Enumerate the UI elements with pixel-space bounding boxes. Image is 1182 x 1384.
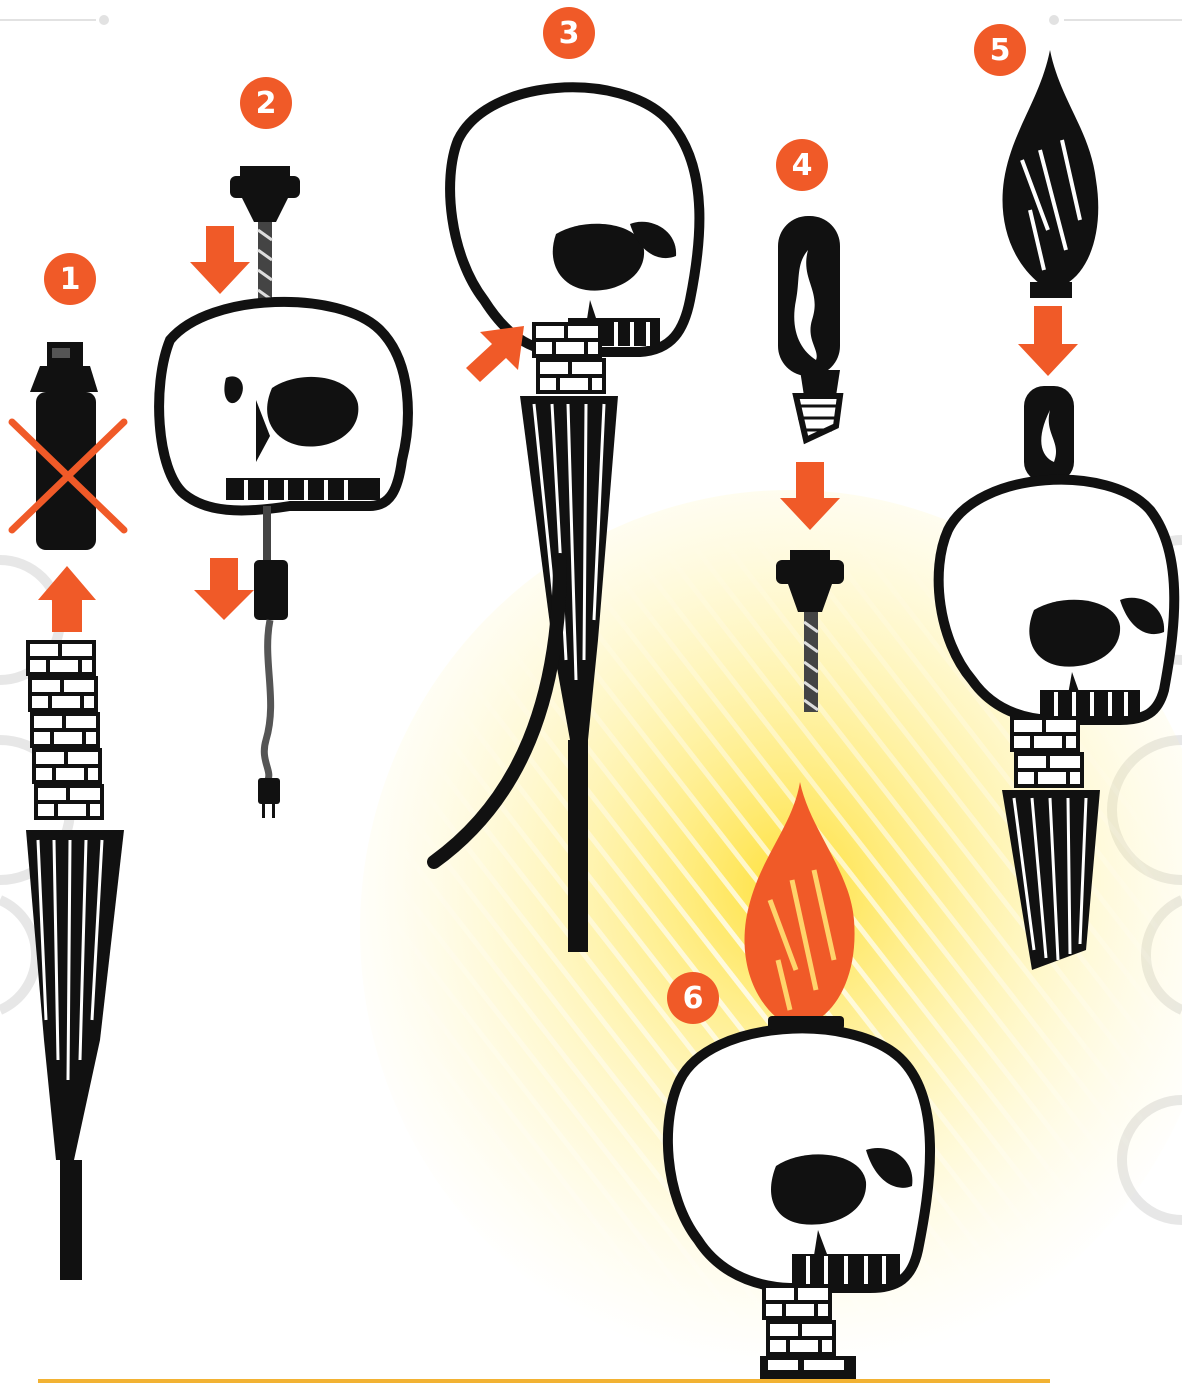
step-badge-2: 2 (240, 77, 292, 129)
arrow-down-icon (190, 226, 250, 294)
skull-icon (159, 302, 408, 511)
step-badge-5: 5 (974, 24, 1026, 76)
arrow-down-icon (1018, 306, 1078, 376)
step-badge-6: 6 (667, 972, 719, 1024)
skull-icon (668, 1016, 930, 1288)
step-badge-4: 4 (776, 139, 828, 191)
skull-icon (939, 480, 1175, 720)
step1-illustration (12, 342, 124, 1280)
plug-icon (258, 778, 280, 818)
arrow-down-icon (194, 558, 254, 620)
flame-bulb-icon (778, 216, 840, 440)
step-badge-1: 1 (44, 253, 96, 305)
flame-bulb-icon (1024, 386, 1074, 482)
skull-icon (450, 87, 699, 352)
flame-topper-icon (1003, 50, 1099, 298)
arrow-diagonal-icon (466, 326, 524, 382)
tiki-torch-icon (26, 640, 124, 1280)
step-badge-3: 3 (543, 7, 595, 59)
inline-switch-icon (254, 560, 288, 620)
lamp-socket-icon (230, 166, 300, 302)
